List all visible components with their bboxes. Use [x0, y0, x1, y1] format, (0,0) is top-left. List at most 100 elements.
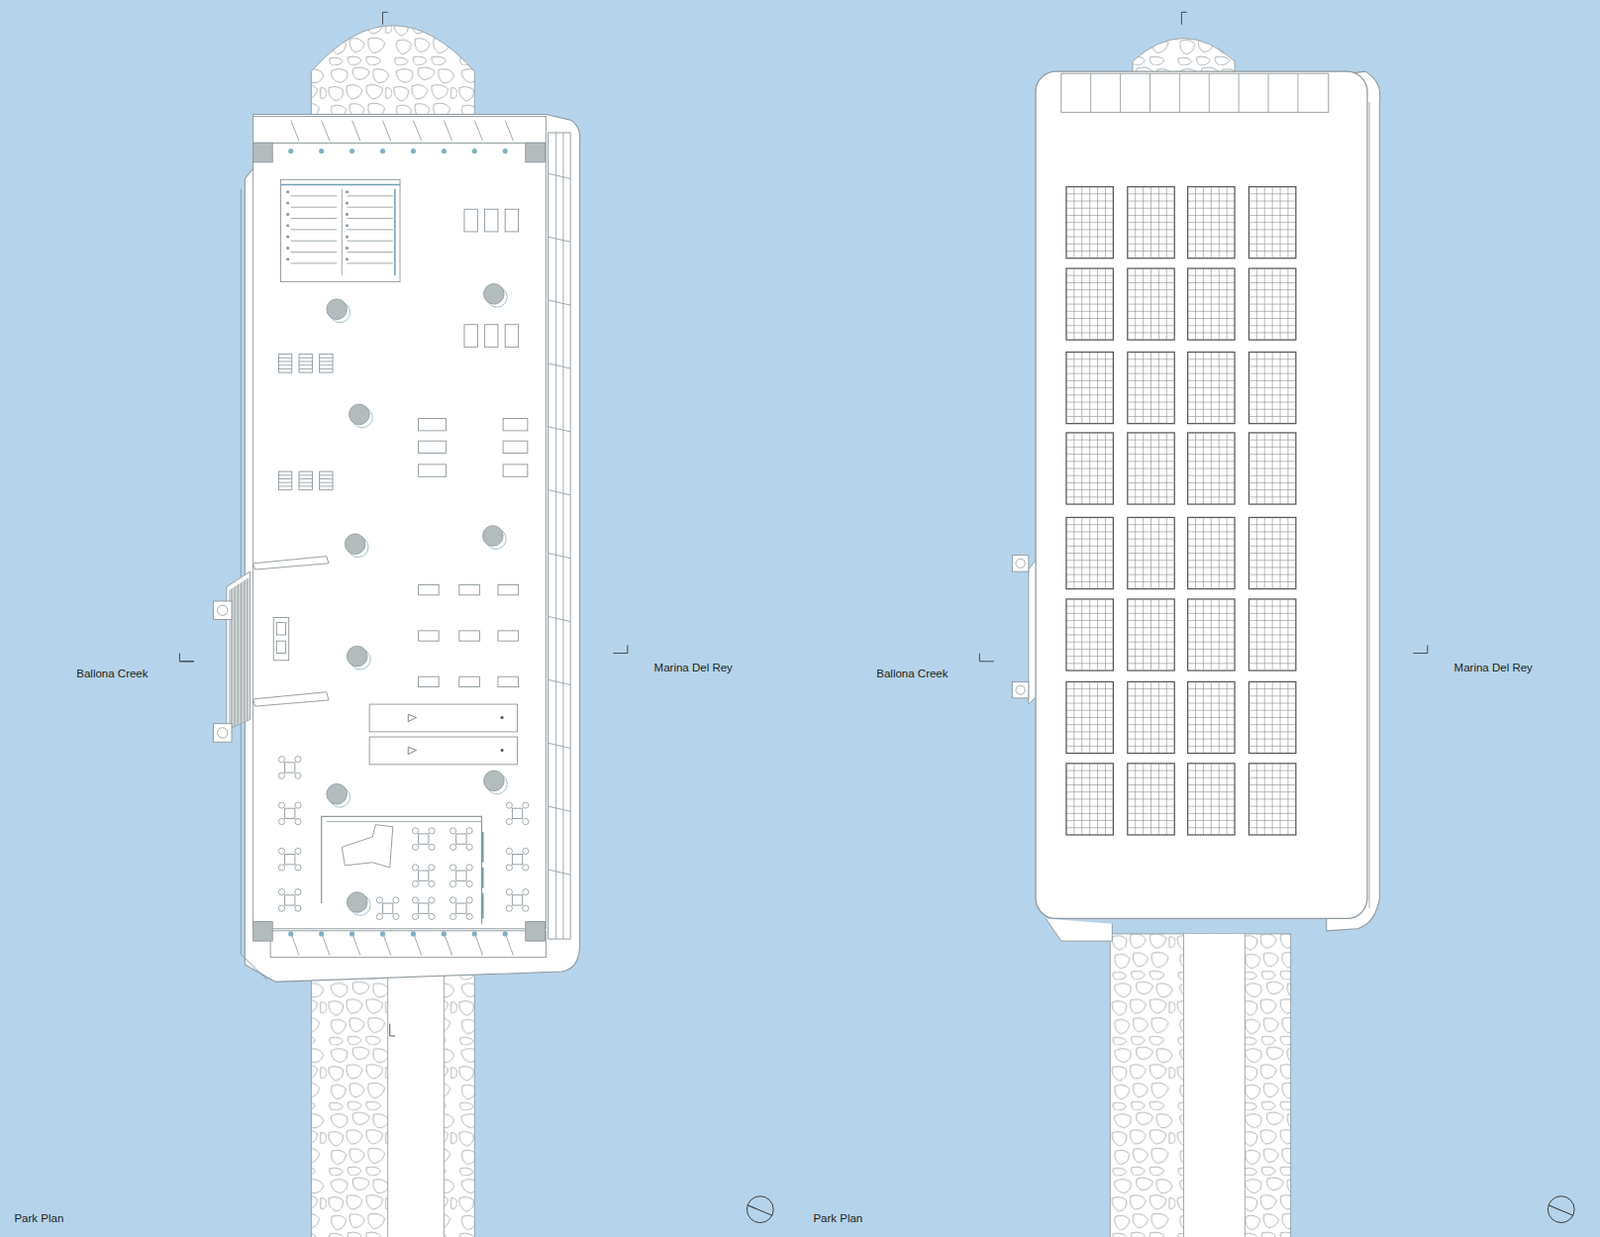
- lower-deck-edge: [1045, 917, 1112, 941]
- fixture: [345, 223, 349, 227]
- panel-grid: [1188, 365, 1235, 367]
- panel-grid: [1188, 812, 1235, 814]
- panel-grid: [1248, 641, 1296, 643]
- fixture: [345, 201, 349, 205]
- panel-grid: [1248, 401, 1296, 403]
- railing-post: [547, 742, 571, 748]
- panel-grid: [1188, 523, 1235, 525]
- railing-post: [547, 805, 571, 811]
- panel-grid: [1127, 482, 1175, 484]
- chair: [295, 817, 301, 824]
- panel-grid: [1127, 812, 1175, 814]
- panel-grid: [1066, 612, 1113, 614]
- kiosk: [273, 616, 289, 660]
- panel-grid: [1248, 207, 1296, 209]
- table: [456, 833, 467, 844]
- bench-slat: [319, 474, 333, 476]
- panel-grid: [1248, 581, 1296, 583]
- panel-grid: [1066, 662, 1113, 664]
- cafe-wall: [326, 820, 483, 822]
- fixture: [345, 246, 349, 250]
- panel-grid: [1127, 468, 1175, 470]
- canopy-rib: [291, 120, 300, 142]
- section-mark: [1412, 644, 1427, 653]
- chair: [411, 897, 418, 903]
- solar-panel: [1127, 763, 1175, 835]
- panel-grid: [1127, 365, 1175, 367]
- panel-grid: [1127, 662, 1175, 664]
- bench-slat: [278, 485, 292, 487]
- solar-panel: [1248, 432, 1296, 504]
- panel-grid: [1248, 738, 1296, 740]
- chair: [278, 817, 285, 824]
- panel-grid: [1127, 289, 1175, 291]
- panel-grid: [1248, 552, 1296, 554]
- panel-grid: [1127, 387, 1175, 389]
- panel-grid: [1188, 310, 1235, 312]
- panel-grid: [1127, 324, 1175, 326]
- panel-grid: [1248, 303, 1296, 305]
- ground-plan: [179, 11, 774, 1237]
- gangway: [226, 571, 251, 730]
- side-rail: [1369, 101, 1371, 908]
- light-fixture: [349, 930, 355, 936]
- panel-grid: [1127, 193, 1175, 195]
- panel-grid: [1127, 250, 1175, 252]
- table: [285, 762, 296, 773]
- chair: [466, 912, 473, 919]
- panel-grid: [1188, 387, 1235, 389]
- fixture: [345, 257, 349, 261]
- light-fixture: [380, 930, 386, 936]
- panel-grid: [1127, 745, 1175, 747]
- panel-grid: [1188, 633, 1235, 635]
- gate: [253, 556, 329, 570]
- panel-grid: [1248, 574, 1296, 576]
- canopy-rib: [291, 932, 300, 956]
- panel-grid: [1127, 236, 1175, 238]
- panel-grid: [1127, 688, 1175, 690]
- column: [525, 921, 546, 942]
- stall-line: [291, 195, 337, 197]
- bench: [278, 354, 292, 374]
- solar-panel: [1248, 268, 1296, 340]
- solar-panel: [1066, 599, 1113, 671]
- railing-post: [547, 679, 571, 685]
- solar-panel: [1188, 763, 1235, 835]
- fixture: [286, 257, 290, 261]
- panel-grid: [1248, 358, 1296, 360]
- table: [418, 833, 429, 844]
- panel-grid: [1188, 648, 1235, 650]
- panel-grid: [1127, 612, 1175, 614]
- panel-grid: [1066, 641, 1113, 643]
- gate: [253, 692, 329, 706]
- stall-line: [291, 240, 337, 242]
- panel-grid: [1127, 214, 1175, 216]
- planter: [459, 630, 481, 641]
- bench: [299, 471, 312, 491]
- panel-grid: [1127, 446, 1175, 448]
- table: [511, 854, 522, 865]
- solar-panel: [1066, 432, 1113, 504]
- panel-grid: [1066, 460, 1113, 462]
- bench-slat: [278, 368, 292, 370]
- panel-grid: [1248, 331, 1296, 333]
- tree: [344, 533, 366, 555]
- panel-grid: [1248, 460, 1296, 462]
- lane-mark: [500, 715, 504, 719]
- panel-grid: [1188, 275, 1235, 277]
- planter: [418, 676, 440, 687]
- place-label: Ballona Creek: [76, 667, 148, 682]
- panel-grid: [1127, 770, 1175, 772]
- panel-grid: [1188, 401, 1235, 403]
- north-arrow: [1547, 1196, 1575, 1223]
- locker: [504, 324, 518, 348]
- panel-grid: [1188, 730, 1235, 732]
- panel-grid: [1188, 482, 1235, 484]
- panel-grid: [1248, 214, 1296, 216]
- panel-grid: [1066, 250, 1113, 252]
- chair: [522, 847, 529, 854]
- panel-grid: [1188, 489, 1235, 491]
- bench-slat: [278, 482, 292, 484]
- restroom-wall: [394, 189, 397, 277]
